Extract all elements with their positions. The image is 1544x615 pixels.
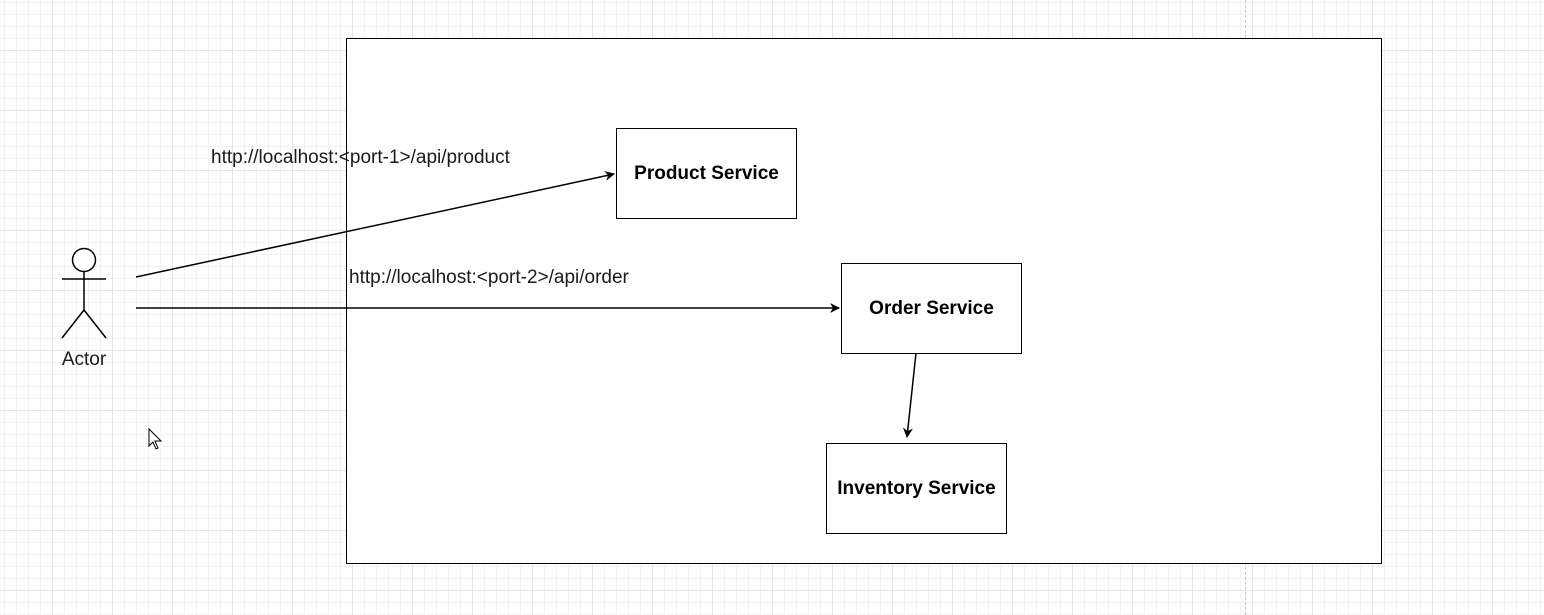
edge-order-to-inventory[interactable] [902, 352, 917, 438]
inventory-service-box[interactable]: Inventory Service [826, 443, 1007, 534]
actor-label: Actor [61, 349, 107, 370]
order-service-box[interactable]: Order Service [841, 263, 1022, 354]
edge-label-order[interactable]: http://localhost:<port-2>/api/order [349, 267, 629, 288]
product-service-box[interactable]: Product Service [616, 128, 797, 219]
inventory-service-label: Inventory Service [837, 477, 996, 499]
product-service-label: Product Service [634, 162, 779, 184]
edge-label-product[interactable]: http://localhost:<port-1>/api/product [211, 147, 510, 168]
edge-actor-to-product[interactable] [135, 171, 615, 278]
order-service-label: Order Service [869, 297, 994, 319]
